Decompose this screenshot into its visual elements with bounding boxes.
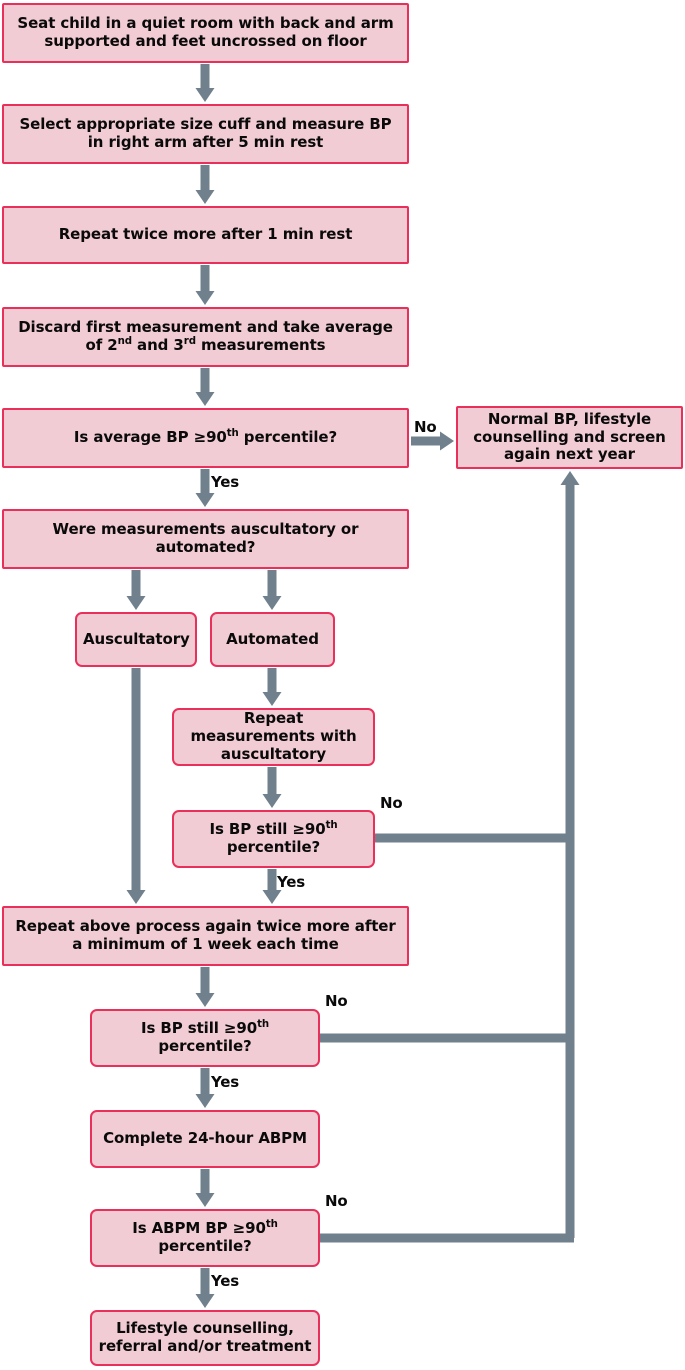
arrow-cuff-to-repeat-shaft xyxy=(200,165,210,190)
arrow-discard-to-average-head xyxy=(195,392,215,406)
arrow-were-to-automated-shaft xyxy=(267,570,277,596)
node-normal-bp-label: Normal BP, lifestyle counselling and scr… xyxy=(473,409,666,464)
node-seat-child-label: Seat child in a quiet room with back and… xyxy=(17,14,394,50)
node-lifestyle-referral: Lifestyle counselling, referral and/or t… xyxy=(90,1310,320,1366)
arrow-auscultatory-to-repeat-head xyxy=(126,890,146,904)
arrow-abpm-to-is-abpm-head xyxy=(195,1193,215,1207)
arrow-were-to-auscultatory-shaft xyxy=(131,570,141,596)
node-normal-bp: Normal BP, lifestyle counselling and scr… xyxy=(456,406,683,469)
arrow-average-no-to-normal-head xyxy=(440,431,454,451)
arrow-average-yes-to-were-head xyxy=(195,493,215,507)
line-bp-still-2-no-to-return-shaft xyxy=(320,1033,574,1043)
edge-label-yes-average-bp: Yes xyxy=(211,473,239,491)
edge-label-no-average-bp: No xyxy=(414,418,437,436)
arrow-average-yes-to-were-shaft xyxy=(200,469,210,493)
arrow-seat-to-cuff-head xyxy=(195,88,215,102)
node-repeat-twice-label: Repeat twice more after 1 min rest xyxy=(58,225,353,244)
arrow-return-to-normal-bp-head xyxy=(560,471,580,485)
node-is-abpm-bp-label: Is ABPM BP ≥90th percentile? xyxy=(132,1219,278,1255)
node-select-cuff: Select appropriate size cuff and measure… xyxy=(2,104,409,164)
node-repeat-above: Repeat above process again twice more af… xyxy=(2,906,409,966)
node-repeat-measurements-label: Repeat measurements with auscultatory xyxy=(190,709,357,763)
edge-label-yes-bp-still-1: Yes xyxy=(277,873,305,891)
node-discard-first: Discard first measurement and take avera… xyxy=(2,307,409,367)
arrow-bp-still-1-yes-to-repeat-head xyxy=(262,890,282,904)
arrow-bp-still-1-yes-to-repeat-shaft xyxy=(267,869,277,890)
arrow-repeat-to-discard-head xyxy=(195,291,215,305)
line-abpm-no-to-return-shaft xyxy=(320,1233,574,1243)
arrow-abpm-to-is-abpm-shaft xyxy=(200,1169,210,1193)
node-is-average-bp-label: Is average BP ≥90th percentile? xyxy=(73,428,338,447)
arrow-abpm-yes-to-lifestyle-head xyxy=(195,1294,215,1308)
node-is-bp-still-2: Is BP still ≥90th percentile? xyxy=(90,1009,320,1067)
edge-label-yes-bp-still-2: Yes xyxy=(211,1073,239,1091)
node-seat-child: Seat child in a quiet room with back and… xyxy=(2,3,409,63)
node-were-measurements-label: Were measurements auscultatory or automa… xyxy=(52,520,359,556)
node-is-average-bp: Is average BP ≥90th percentile? xyxy=(2,408,409,468)
node-repeat-above-label: Repeat above process again twice more af… xyxy=(15,917,396,953)
node-complete-abpm: Complete 24-hour ABPM xyxy=(90,1110,320,1168)
arrow-auscultatory-to-repeat-shaft xyxy=(131,668,141,890)
edge-label-no-bp-still-2: No xyxy=(325,992,348,1010)
arrow-return-to-normal-bp-shaft xyxy=(565,485,575,1238)
arrow-repeat-ausc-to-check-shaft xyxy=(267,767,277,794)
node-automated-label: Automated xyxy=(226,629,319,648)
edge-label-yes-abpm: Yes xyxy=(211,1272,239,1290)
node-is-bp-still-2-label: Is BP still ≥90th percentile? xyxy=(140,1019,269,1055)
arrow-bp-still-2-yes-to-abpm-head xyxy=(195,1094,215,1108)
node-auscultatory: Auscultatory xyxy=(75,612,197,667)
arrow-were-to-automated-head xyxy=(262,596,282,610)
node-auscultatory-label: Auscultatory xyxy=(83,629,190,648)
node-is-abpm-bp: Is ABPM BP ≥90th percentile? xyxy=(90,1209,320,1267)
arrow-bp-still-2-yes-to-abpm-shaft xyxy=(200,1068,210,1094)
node-select-cuff-label: Select appropriate size cuff and measure… xyxy=(19,115,392,151)
node-is-bp-still-1-label: Is BP still ≥90th percentile? xyxy=(209,820,338,856)
arrow-repeat-ausc-to-check-head xyxy=(262,794,282,808)
arrow-repeat-to-bp-still-2-head xyxy=(195,993,215,1007)
arrow-average-no-to-normal-shaft xyxy=(411,436,440,446)
arrow-automated-to-repeat-ausc-head xyxy=(262,692,282,706)
node-lifestyle-referral-label: Lifestyle counselling, referral and/or t… xyxy=(98,1319,312,1355)
node-discard-first-label: Discard first measurement and take avera… xyxy=(18,318,393,354)
node-automated: Automated xyxy=(210,612,335,667)
node-repeat-twice: Repeat twice more after 1 min rest xyxy=(2,206,409,264)
line-bp-still-1-no-to-return-shaft xyxy=(375,833,574,843)
node-were-measurements: Were measurements auscultatory or automa… xyxy=(2,509,409,569)
edge-label-no-bp-still-1: No xyxy=(380,794,403,812)
arrow-repeat-to-bp-still-2-shaft xyxy=(200,967,210,993)
arrow-automated-to-repeat-ausc-shaft xyxy=(267,668,277,692)
edge-label-no-abpm: No xyxy=(325,1192,348,1210)
node-is-bp-still-1: Is BP still ≥90th percentile? xyxy=(172,810,375,868)
arrow-discard-to-average-shaft xyxy=(200,368,210,392)
arrow-were-to-auscultatory-head xyxy=(126,596,146,610)
arrow-abpm-yes-to-lifestyle-shaft xyxy=(200,1268,210,1294)
arrow-repeat-to-discard-shaft xyxy=(200,265,210,291)
arrow-cuff-to-repeat-head xyxy=(195,190,215,204)
arrow-seat-to-cuff-shaft xyxy=(200,64,210,88)
node-repeat-measurements: Repeat measurements with auscultatory xyxy=(172,708,375,766)
node-complete-abpm-label: Complete 24-hour ABPM xyxy=(103,1129,307,1148)
